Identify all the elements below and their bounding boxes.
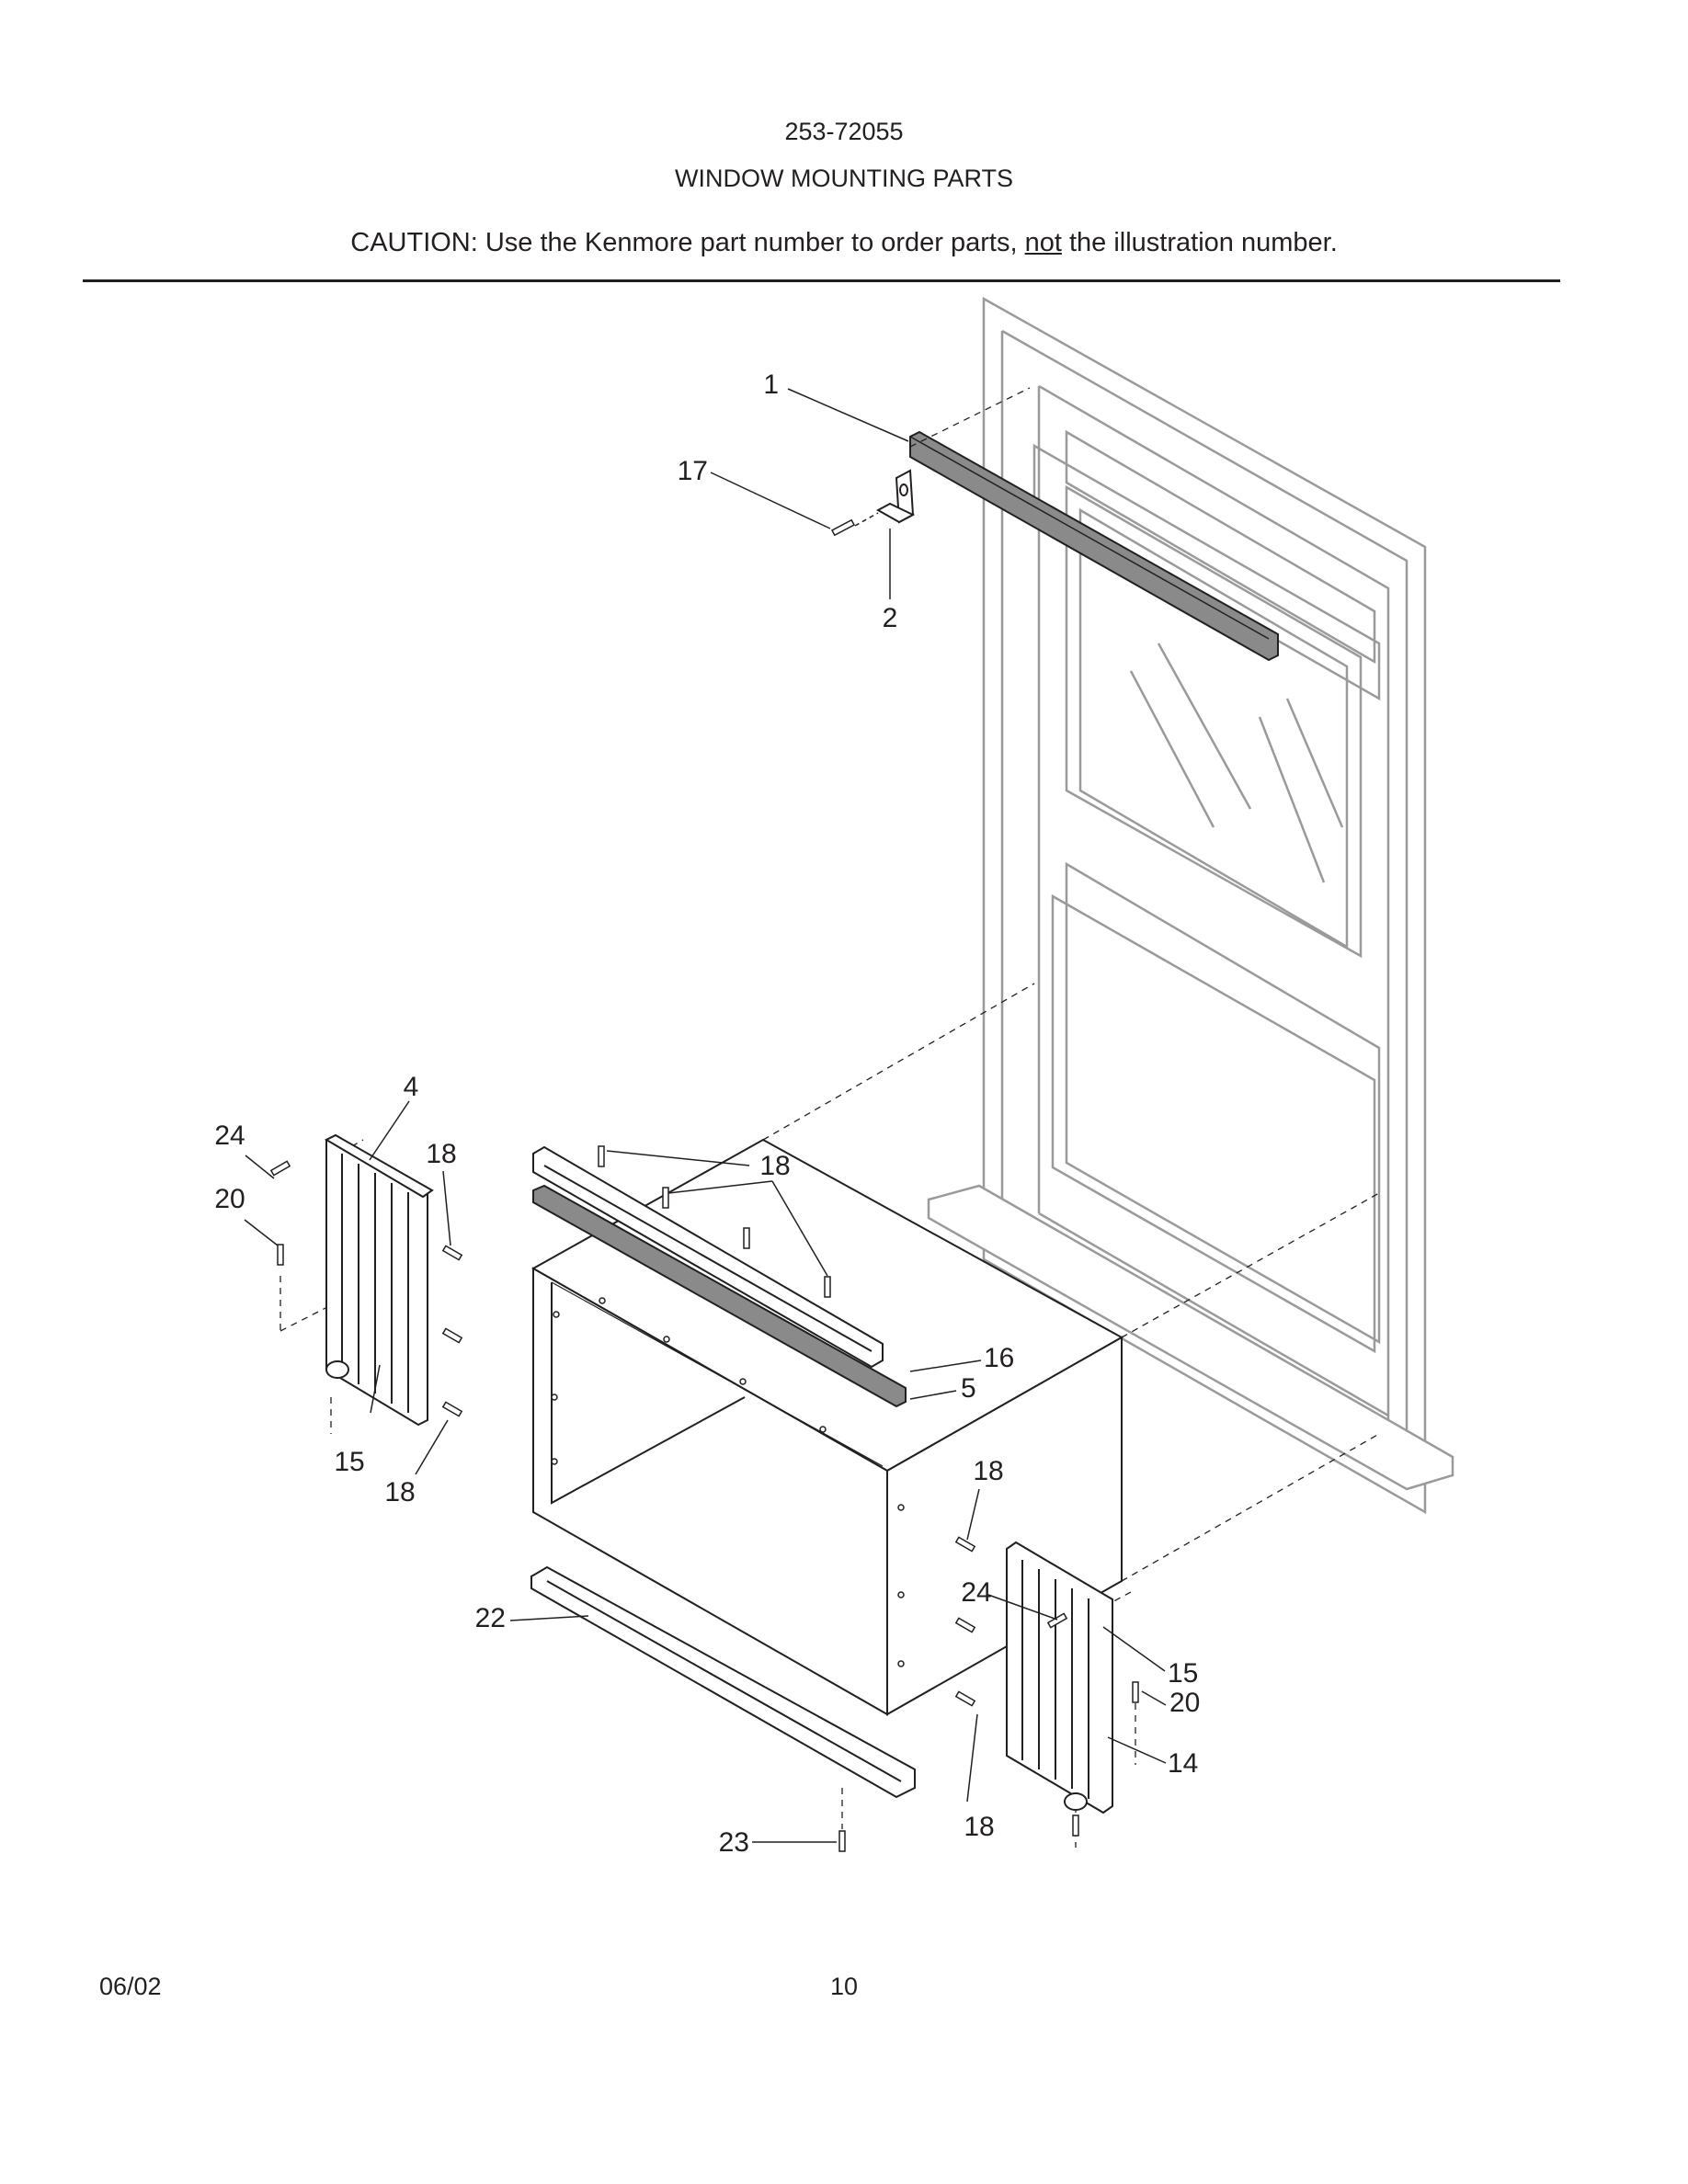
callout-18-left-upper: 18 — [426, 1139, 456, 1169]
callout-14: 14 — [1168, 1748, 1198, 1779]
callout-5: 5 — [961, 1373, 976, 1404]
leader-lines — [244, 388, 1167, 1843]
callout-23: 23 — [719, 1827, 749, 1858]
top-window-strip — [909, 430, 1279, 662]
caution-note: CAUTION: Use the Kenmore part number to … — [0, 228, 1688, 258]
left-side-curtain — [324, 1133, 434, 1427]
window-frame — [927, 296, 1454, 1515]
angle-bracket — [875, 469, 916, 524]
callout-20-right: 20 — [1169, 1688, 1200, 1718]
callout-20-left: 20 — [214, 1184, 245, 1214]
callout-22: 22 — [475, 1603, 506, 1633]
window-sleeve — [530, 1138, 1124, 1716]
callout-15-left: 15 — [334, 1447, 364, 1477]
foam-seal — [532, 1184, 907, 1408]
callout-17: 17 — [678, 456, 708, 486]
revision-date: 06/02 — [99, 1973, 162, 2000]
page-number: 10 — [829, 1973, 859, 2000]
right-curtain-screws — [954, 1536, 1139, 1837]
header-rule — [83, 279, 1560, 282]
screw-17 — [830, 518, 856, 537]
sleeve-holes — [551, 1297, 905, 1667]
model-number: 253-72055 — [784, 118, 904, 145]
screw-23 — [838, 1830, 846, 1852]
caution-emphasis: not — [1024, 228, 1062, 257]
caution-suffix: the illustration number. — [1061, 228, 1338, 257]
callout-labels: 1 17 2 4 24 20 18 18 15 18 16 5 18 24 15… — [214, 370, 1200, 1858]
callout-15-right: 15 — [1168, 1658, 1198, 1689]
callout-24-left: 24 — [214, 1120, 245, 1151]
top-rail — [532, 1145, 884, 1369]
callout-24-right: 24 — [961, 1577, 991, 1608]
callout-18-left-lower: 18 — [384, 1477, 415, 1507]
left-curtain-screws — [269, 1160, 463, 1417]
caution-prefix: CAUTION: Use the Kenmore part number to … — [350, 228, 1025, 257]
callout-1: 1 — [763, 370, 779, 400]
callout-4: 4 — [404, 1072, 419, 1102]
screw-17-leader-dash — [854, 512, 879, 527]
callout-16: 16 — [984, 1343, 1014, 1373]
callout-18-right-upper: 18 — [973, 1456, 1003, 1486]
rail-screws — [598, 1145, 831, 1298]
callout-2: 2 — [883, 603, 898, 633]
callout-18-right-lower: 18 — [964, 1812, 994, 1842]
sill-rail — [530, 1565, 916, 1799]
right-side-curtain — [1006, 1541, 1113, 1814]
callout-18-rail: 18 — [759, 1151, 790, 1181]
page-title: WINDOW MOUNTING PARTS — [675, 165, 1013, 192]
